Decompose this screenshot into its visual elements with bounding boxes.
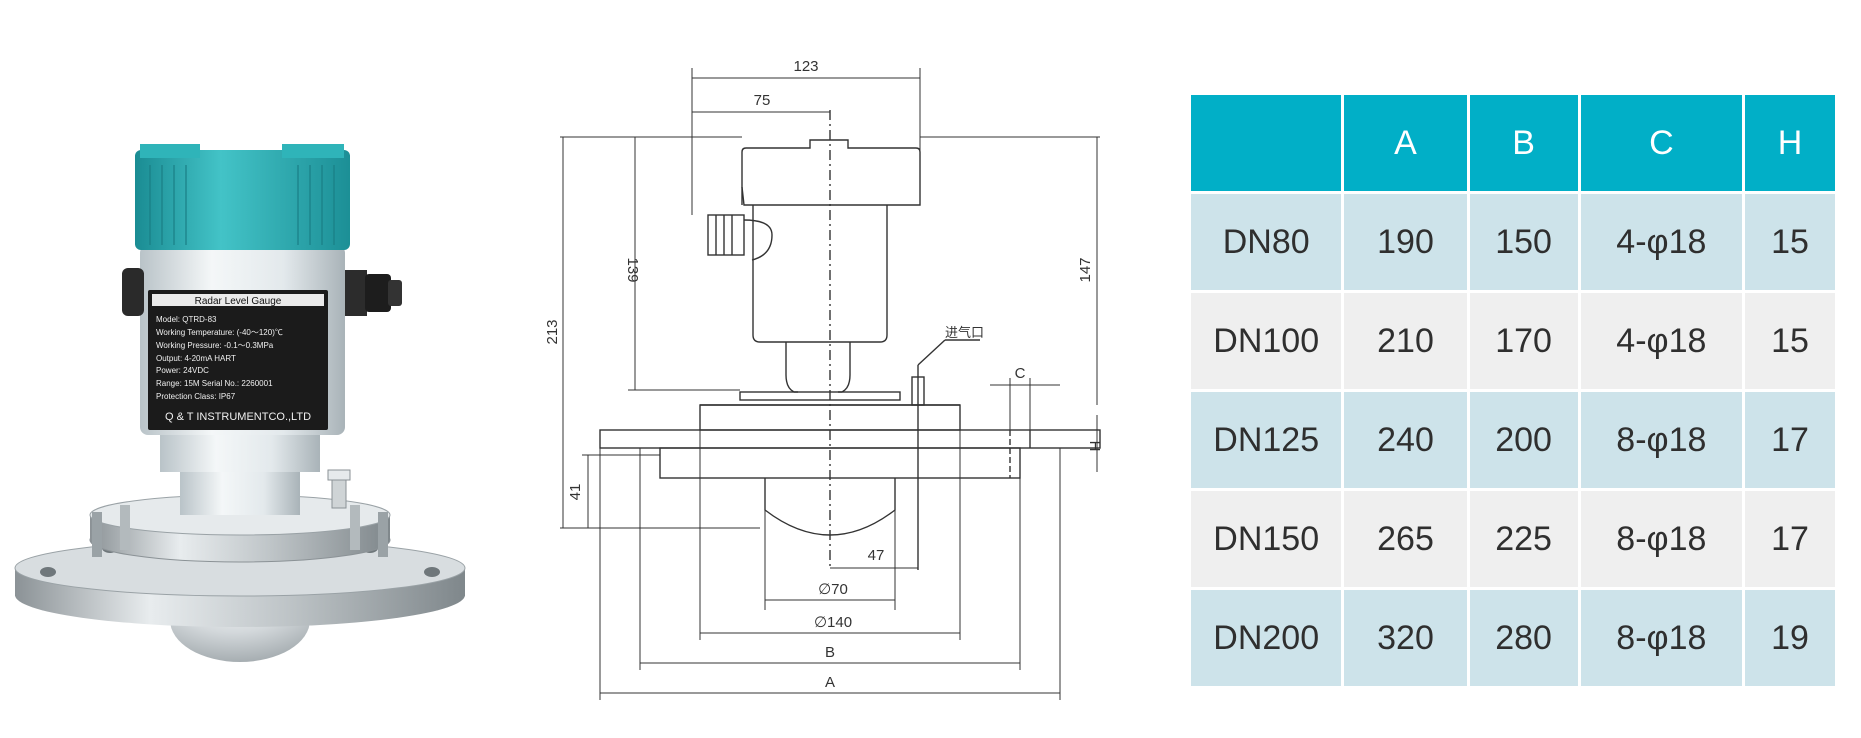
dim-label: C: [1015, 365, 1026, 382]
dim-label: ∅70: [818, 581, 848, 598]
table-row: DN125 240 200 8-φ18 17: [1187, 389, 1838, 491]
nameplate-line: Power: 24VDC: [156, 366, 209, 375]
teal-cap: [135, 150, 350, 250]
dim-label: 75: [754, 92, 771, 109]
dim-label: H: [1086, 441, 1103, 452]
table-cell: 240: [1341, 389, 1470, 491]
radar-level-gauge-illustration: Radar Level Gauge Model: QTRD-83 Working…: [14, 144, 466, 662]
table-cell: 190: [1341, 191, 1470, 293]
table-cell: DN100: [1187, 290, 1345, 392]
table-cell: 280: [1466, 587, 1581, 689]
table-cell: 265: [1341, 488, 1470, 590]
table-cell: 320: [1341, 587, 1470, 689]
dim-label: 47: [868, 547, 885, 564]
dimension-drawing: 123 75 213 139 147 41 47 ∅70 ∅140 B A C …: [535, 45, 1155, 705]
dim-label: A: [825, 674, 835, 691]
table-row: DN150 265 225 8-φ18 17: [1187, 488, 1838, 590]
table-cell: 4-φ18: [1577, 290, 1746, 392]
table-cell: 15: [1742, 191, 1838, 293]
dim-label: 41: [567, 484, 584, 501]
nameplate-title: Radar Level Gauge: [195, 296, 282, 307]
table-cell: DN150: [1187, 488, 1345, 590]
nameplate-line: Model: QTRD-83: [156, 315, 217, 324]
table-row: DN80 190 150 4-φ18 15: [1187, 191, 1838, 293]
header-cell: H: [1742, 92, 1838, 194]
dim-label: 213: [544, 319, 561, 344]
dim-label: B: [825, 644, 835, 661]
dim-label: 147: [1077, 257, 1094, 282]
header-cell: [1187, 92, 1345, 194]
table-cell: 225: [1466, 488, 1581, 590]
table-cell: 4-φ18: [1577, 191, 1746, 293]
table-cell: 19: [1742, 587, 1838, 689]
table-cell: 17: [1742, 488, 1838, 590]
nameplate-line: Range: 15M Serial No.: 2260001: [156, 379, 273, 388]
nameplate-line: Working Temperature: (-40～120)℃: [156, 328, 283, 337]
nameplate: [148, 290, 328, 430]
flange-spec-table: A B C H DN80 190 150 4-φ18 15 DN100 210 …: [1187, 92, 1838, 689]
table-cell: 17: [1742, 389, 1838, 491]
nameplate-line: Output: 4-20mA HART: [156, 354, 236, 363]
table-cell: DN200: [1187, 587, 1345, 689]
table-cell: 8-φ18: [1577, 587, 1746, 689]
table-header-row: A B C H: [1187, 92, 1838, 194]
table-cell: 210: [1341, 290, 1470, 392]
table-row: DN100 210 170 4-φ18 15: [1187, 290, 1838, 392]
table-cell: 8-φ18: [1577, 389, 1746, 491]
dimension-drawing-svg: 123 75 213 139 147 41 47 ∅70 ∅140 B A C …: [544, 58, 1103, 700]
dim-label: ∅140: [814, 614, 852, 631]
header-cell: C: [1577, 92, 1746, 194]
nameplate-line: Working Pressure: -0.1～0.3MPa: [156, 341, 274, 350]
product-photo: Radar Level Gauge Model: QTRD-83 Working…: [0, 0, 480, 733]
table-cell: 8-φ18: [1577, 488, 1746, 590]
table-cell: DN80: [1187, 191, 1345, 293]
table-cell: 170: [1466, 290, 1581, 392]
table-cell: 15: [1742, 290, 1838, 392]
table-cell: 200: [1466, 389, 1581, 491]
air-inlet-label: 进气口: [945, 325, 984, 340]
nameplate-maker: Q & T INSTRUMENTCO.,LTD: [165, 411, 311, 423]
header-cell: A: [1341, 92, 1470, 194]
table-cell: 150: [1466, 191, 1581, 293]
dim-label: 139: [624, 257, 641, 282]
housing-outline: [741, 139, 921, 206]
nameplate-line: Protection Class: IP67: [156, 392, 236, 401]
table-row: DN200 320 280 8-φ18 19: [1187, 587, 1838, 689]
dim-label: 123: [793, 58, 818, 75]
table-cell: DN125: [1187, 389, 1345, 491]
header-cell: B: [1466, 92, 1581, 194]
